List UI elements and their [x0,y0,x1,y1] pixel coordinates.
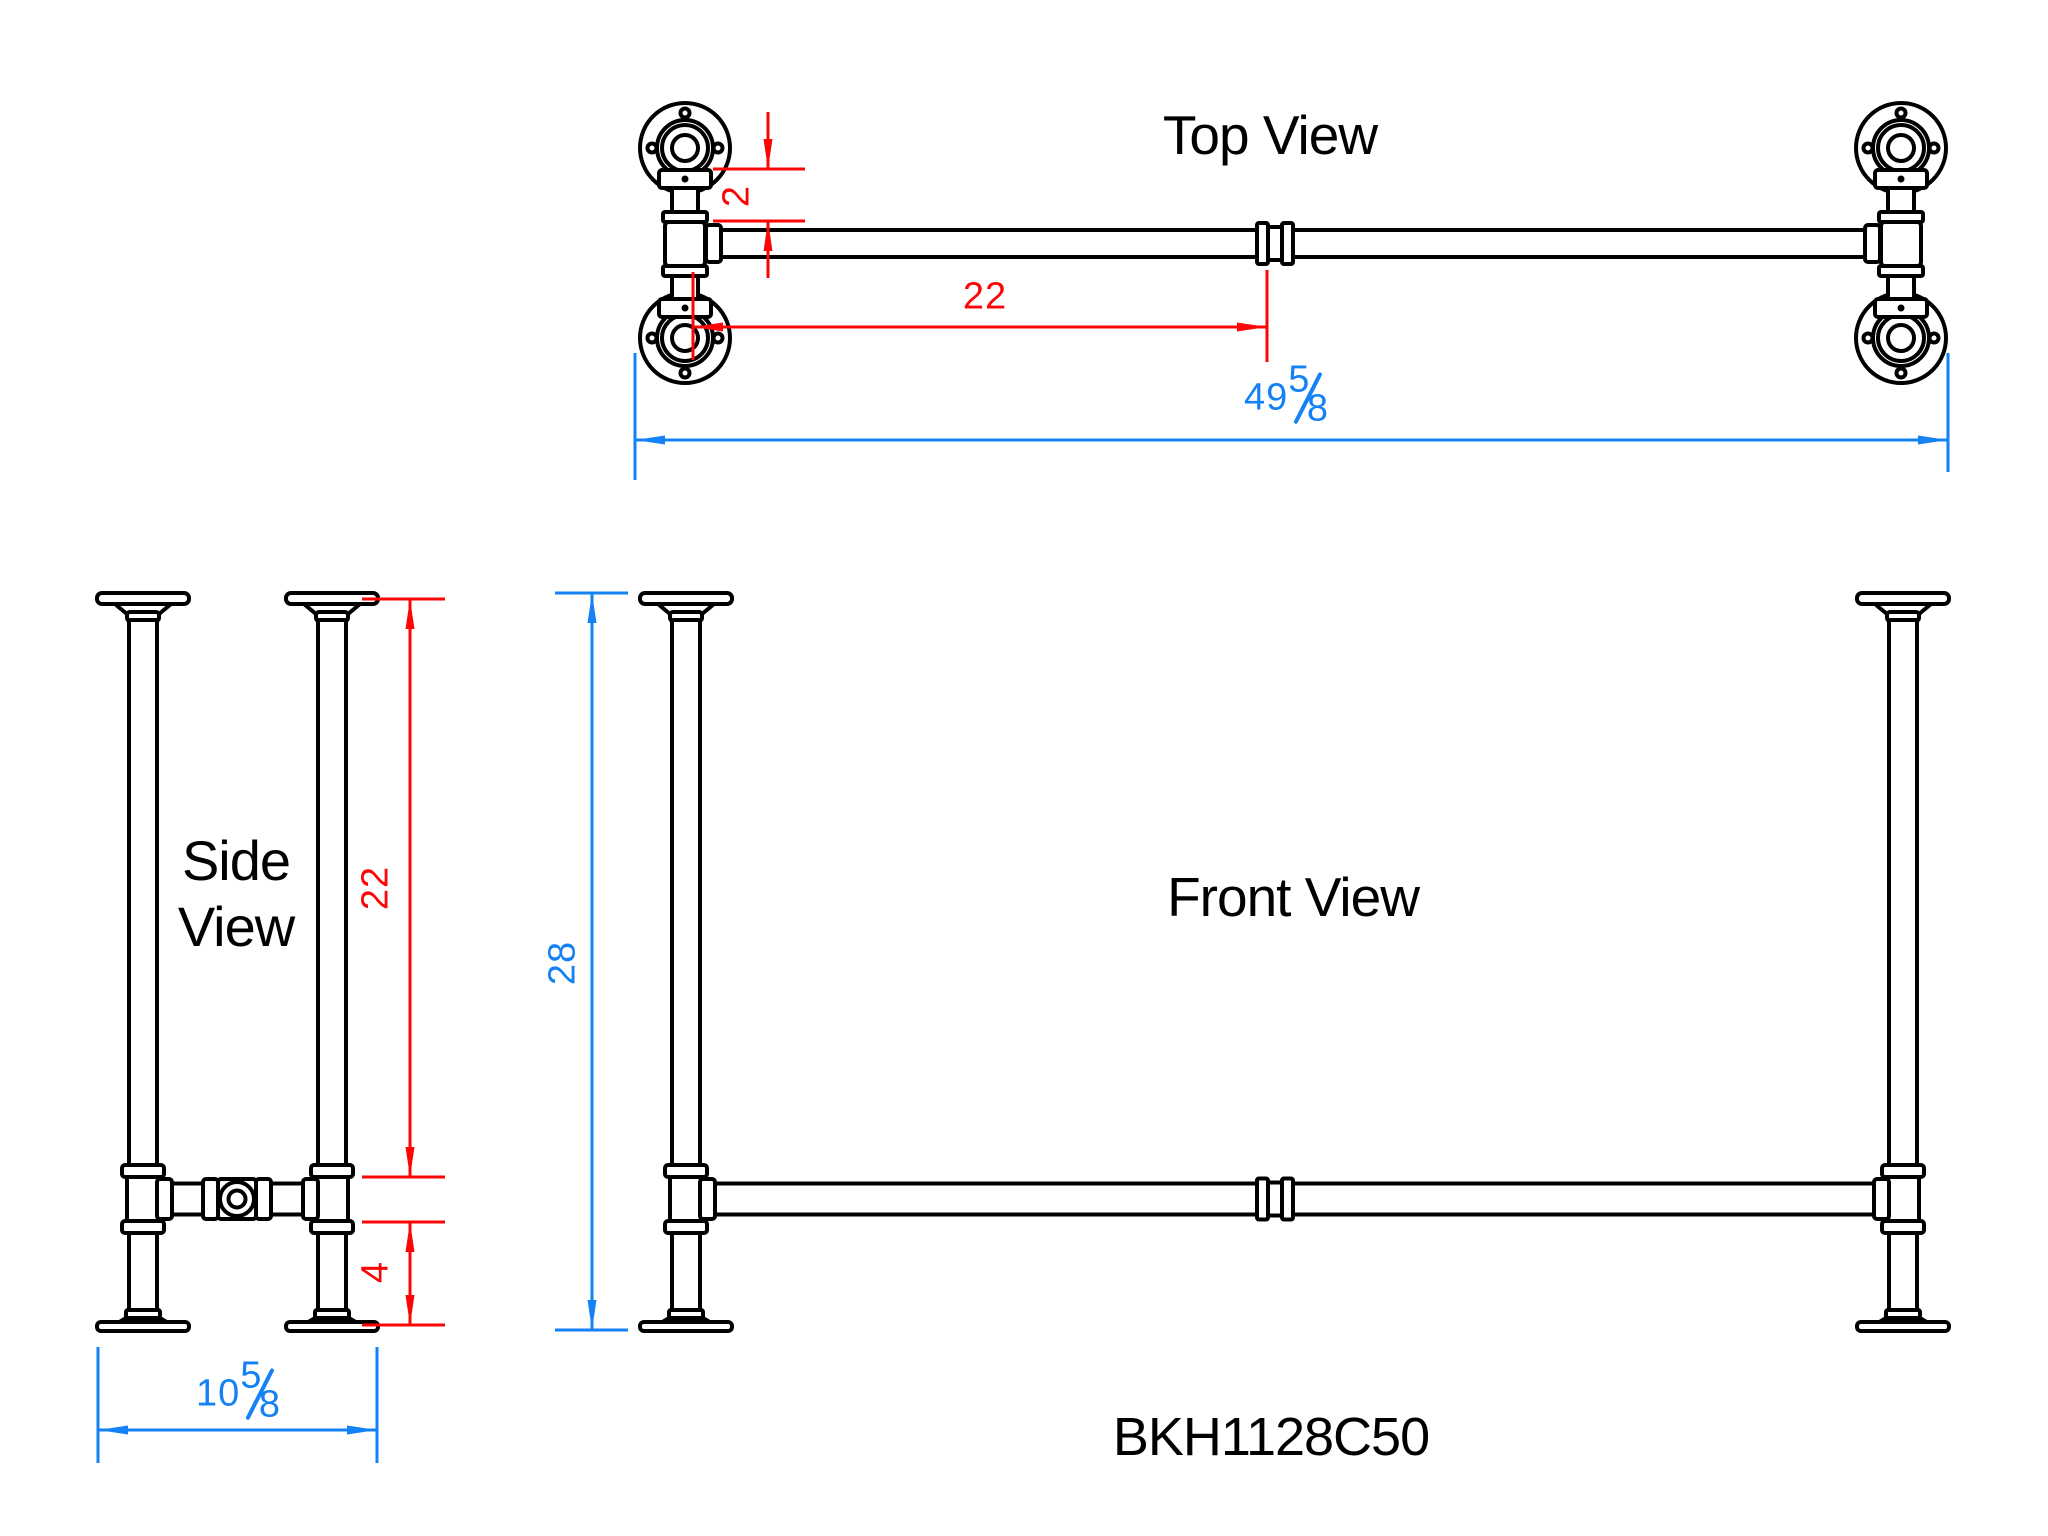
blue-dimension-lines [96,353,1950,1463]
red-dimension-lines [362,112,1269,1327]
part-number: BKH1128C50 [1112,1407,1430,1467]
top-view-title: Top View [1162,104,1378,166]
top-view-drawing [638,101,1948,385]
side-view-title: Side View [177,828,295,960]
dim-overall-width-denominator: 8 [1306,387,1329,430]
dim-depth-numerator: 5 [240,1354,262,1397]
dim-depth-denominator: 8 [258,1383,281,1426]
dim-side-lower-4: 4 [354,1260,397,1284]
dim-front-height-28: 28 [541,940,584,986]
dim-top-span-22: 22 [962,275,1008,318]
front-view-drawing [638,591,1951,1333]
side-view-title-line2: View [177,895,295,958]
dim-overall-width-numerator: 5 [1288,358,1310,401]
dim-depth-whole: 10 [195,1372,241,1415]
dim-side-upper-22: 22 [354,865,397,911]
dim-top-offset-2: 2 [715,184,758,208]
side-view-title-line1: Side [181,829,291,892]
side-view-drawing [95,591,380,1333]
front-view-title: Front View [1167,866,1420,928]
dim-overall-width-whole: 49 [1243,376,1289,419]
